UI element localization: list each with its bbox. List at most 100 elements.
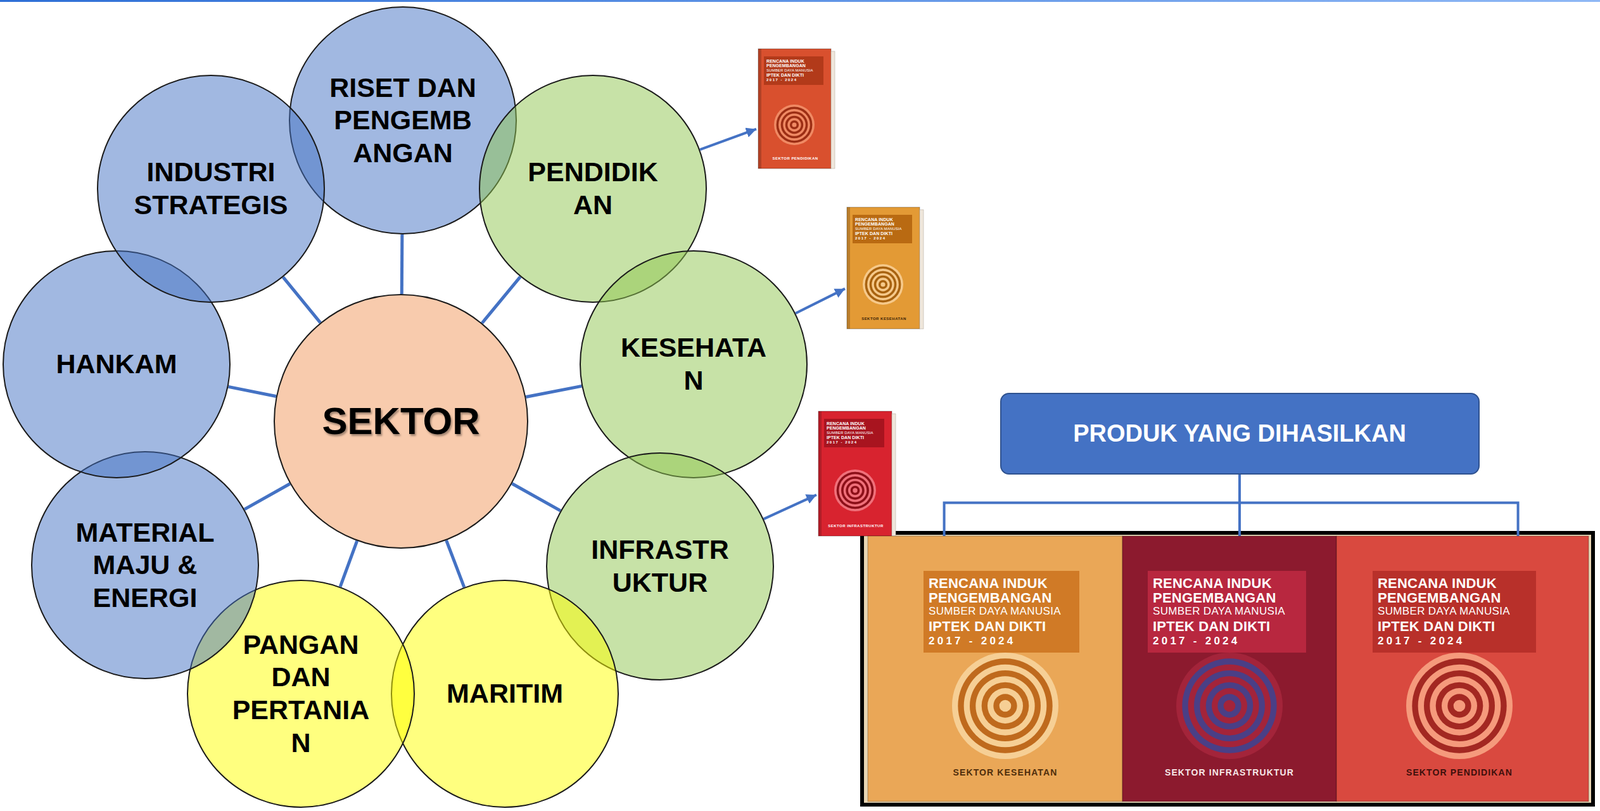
arrow-line	[763, 494, 817, 519]
ring-pattern	[785, 115, 804, 134]
book-title-block: RENCANA INDUK PENGEMBANGANSUMBER DAYA MA…	[824, 418, 885, 448]
ring-pattern	[878, 279, 888, 289]
sector-label: INFRASTR UKTUR	[590, 533, 730, 599]
book-sector-block: SEKTOR PENDIDIKAN	[1364, 767, 1555, 778]
book-sector-block: SEKTOR PENDIDIKAN	[760, 156, 830, 161]
ring-pattern	[871, 273, 895, 296]
top-rule	[0, 0, 1600, 2]
book-title-block: RENCANA INDUK PENGEMBANGANSUMBER DAYA MA…	[1147, 570, 1307, 653]
book-cover	[1336, 535, 1589, 802]
hub-circle: SEKTOR	[273, 293, 529, 549]
book-title: RENCANA INDUK PENGEMBANGAN	[855, 217, 910, 227]
spoke-line	[482, 276, 521, 324]
book-sector-label: SEKTOR INFRASTRUKTUR	[1134, 767, 1325, 778]
book-cover-photo: RENCANA INDUK PENGEMBANGANSUMBER DAYA MA…	[867, 535, 1123, 802]
ring-pattern	[1206, 682, 1254, 730]
ring-pattern	[782, 113, 806, 137]
book-cover	[846, 207, 920, 329]
book-title: IPTEK DAN DIKTI	[766, 72, 821, 78]
circle-shape	[31, 451, 259, 679]
ring-pattern	[787, 117, 801, 132]
book-title: RENCANA INDUK PENGEMBANGAN	[766, 58, 821, 69]
sector-circle: INDUSTRI STRATEGIS	[96, 74, 325, 303]
ring-pattern	[880, 281, 885, 287]
book-title: SUMBER DAYA MANUSIA	[928, 604, 1075, 618]
product-header-box: PRODUK YANG DIHASILKAN	[1000, 392, 1480, 475]
ring-pattern	[852, 487, 858, 493]
book-title: IPTEK DAN DIKTI	[928, 618, 1075, 635]
ring-pattern	[841, 476, 870, 505]
ring-pattern	[952, 652, 1059, 759]
book-spine	[758, 48, 762, 169]
book-sector-label: SEKTOR PENDIDIKAN	[760, 156, 830, 161]
sector-circle: MARITIM	[390, 579, 619, 808]
book-pages	[919, 209, 924, 329]
spoke-line	[400, 234, 405, 294]
photo-frame	[862, 532, 1594, 805]
book-title: 2017 - 2024	[1377, 634, 1531, 648]
book-spine	[846, 207, 851, 329]
ring-pattern	[834, 469, 877, 512]
ring-pattern	[1211, 687, 1248, 724]
ring-pattern	[876, 277, 890, 291]
bracket-line	[944, 474, 1240, 537]
ring-pattern	[975, 675, 1035, 735]
book-title: SUMBER DAYA MANUSIA	[1377, 604, 1531, 618]
ring-pattern	[964, 664, 1048, 748]
book-title: IPTEK DAN DIKTI	[1377, 618, 1531, 635]
ring-pattern	[957, 658, 1053, 753]
spoke-line	[228, 386, 276, 396]
book-title: SUMBER DAYA MANUSIA	[766, 68, 821, 73]
ring-pattern	[1217, 693, 1241, 718]
ring-pattern	[1435, 682, 1484, 730]
book-title: RENCANA INDUK PENGEMBANGAN	[1152, 575, 1302, 605]
book-title: 2017 - 2024	[1152, 634, 1302, 648]
book-title: SUMBER DAYA MANUSIA	[826, 430, 882, 436]
book-title: 2017 - 2024	[766, 77, 821, 83]
ring-pattern	[969, 670, 1041, 742]
ring-pattern	[862, 264, 904, 305]
book-spine	[818, 411, 822, 536]
circle-shape	[97, 75, 325, 303]
sector-label: RISET DAN PENGEMB ANGAN	[326, 71, 480, 170]
ring-pattern	[865, 266, 902, 303]
book-title: 2017 - 2024	[826, 440, 882, 446]
ring-pattern	[1453, 699, 1466, 712]
spoke-line	[446, 540, 465, 588]
sector-label: INDUSTRI STRATEGIS	[133, 155, 289, 222]
arrow-line	[795, 288, 845, 314]
sector-label: PANGAN DAN PERTANIA N	[232, 628, 370, 759]
book-thumbnail: RENCANA INDUK PENGEMBANGANSUMBER DAYA MA…	[818, 411, 896, 536]
ring-pattern	[1176, 652, 1283, 759]
ring-pattern	[780, 111, 809, 139]
ring-pattern	[1411, 658, 1507, 753]
book-sector-block: SEKTOR KESEHATAN	[849, 316, 919, 322]
ring-pattern	[789, 120, 799, 130]
circle-shape	[274, 294, 528, 548]
circle-shape	[580, 250, 807, 478]
ring-pattern	[1423, 670, 1495, 742]
book-title-block: RENCANA INDUK PENGEMBANGANSUMBER DAYA MA…	[852, 214, 913, 244]
ring-pattern	[999, 699, 1012, 712]
ring-pattern	[836, 471, 875, 510]
ring-pattern	[850, 485, 861, 496]
ring-pattern	[987, 687, 1023, 724]
spoke-line	[340, 540, 358, 587]
sector-circle: MATERIAL MAJU & ENERGI	[31, 450, 260, 680]
ring-pattern	[1429, 675, 1489, 735]
ring-pattern	[874, 275, 892, 294]
ring-pattern	[1188, 664, 1272, 748]
book-title: RENCANA INDUK PENGEMBANGAN	[826, 421, 882, 431]
ring-pattern	[838, 473, 871, 507]
sector-label: KESEHATA N	[620, 331, 768, 397]
book-sector-block: SEKTOR KESEHATAN	[910, 767, 1101, 778]
circle-outline	[579, 250, 808, 479]
arrow-line	[699, 129, 757, 151]
spoke-line	[511, 483, 561, 511]
sector-label: MARITIM	[445, 677, 564, 711]
book-thumbnail: RENCANA INDUK PENGEMBANGANSUMBER DAYA MA…	[758, 48, 835, 169]
ring-pattern	[843, 478, 868, 503]
book-pages	[831, 51, 835, 169]
ring-pattern	[1447, 693, 1471, 718]
spoke-line	[525, 385, 582, 397]
